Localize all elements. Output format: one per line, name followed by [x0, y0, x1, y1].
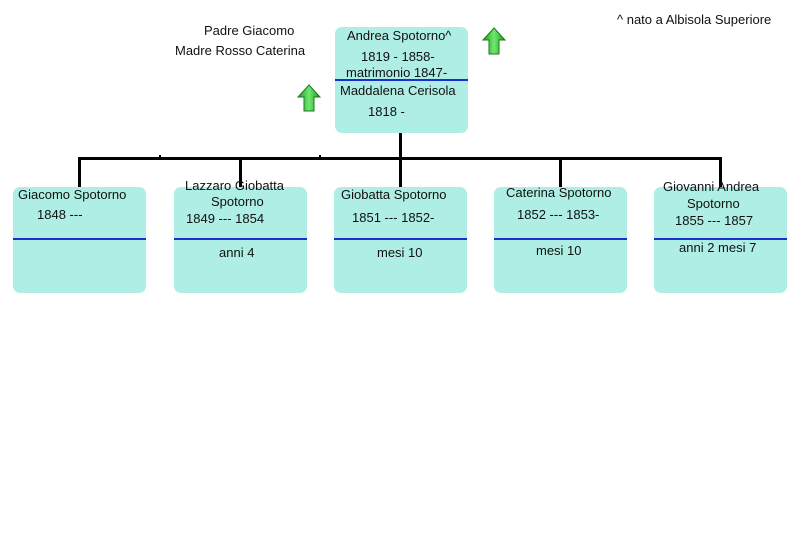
green-up-arrow-icon[interactable]: [297, 84, 321, 112]
tick-mark: [159, 155, 161, 158]
child-name-line1: Lazzaro Giobatta: [185, 178, 285, 193]
green-up-arrow-icon[interactable]: [482, 27, 506, 55]
child-box-caterina[interactable]: Caterina Spotorno 1852 --- 1853- mesi 10: [494, 185, 627, 293]
child-drop-line: [239, 157, 242, 187]
root-divider: [335, 79, 468, 81]
child-years: 1848 ---: [37, 207, 83, 222]
father-label: Padre Giacomo: [204, 23, 295, 38]
root-years: 1819 - 1858-: [361, 49, 435, 64]
spouse-name: Maddalena Cerisola: [340, 83, 456, 98]
child-drop-line: [719, 157, 722, 187]
tick-mark: [319, 155, 321, 158]
child-drop-line: [78, 157, 81, 187]
child-divider: [174, 238, 307, 240]
child-years: 1851 --- 1852-: [352, 210, 435, 225]
child-name: Caterina Spotorno: [506, 185, 612, 200]
child-box-lazzaro[interactable]: Lazzaro Giobatta Spotorno 1849 --- 1854 …: [174, 178, 307, 293]
child-name-line2: Spotorno: [687, 196, 740, 211]
root-marriage: matrimonio 1847-: [346, 65, 448, 80]
birthplace-note: ^ nato a Albisola Superiore: [617, 12, 772, 27]
child-age: mesi 10: [377, 245, 423, 260]
child-box-giovanni[interactable]: Giovanni Andrea Spotorno 1855 --- 1857 a…: [654, 179, 787, 293]
root-person-box[interactable]: Andrea Spotorno^ 1819 - 1858- matrimonio…: [335, 27, 468, 133]
child-years: 1855 --- 1857: [675, 213, 754, 228]
child-divider: [334, 238, 467, 240]
child-box-giobatta[interactable]: Giobatta Spotorno 1851 --- 1852- mesi 10: [334, 187, 467, 293]
child-age: anni 2 mesi 7: [679, 240, 757, 255]
child-age: anni 4: [219, 245, 255, 260]
child-divider: [494, 238, 627, 240]
child-drop-line: [559, 157, 562, 187]
child-years: 1849 --- 1854: [186, 211, 265, 226]
child-name-line2: Spotorno: [211, 194, 264, 209]
child-years: 1852 --- 1853-: [517, 207, 600, 222]
mother-label: Madre Rosso Caterina: [175, 43, 306, 58]
child-name-line1: Giovanni Andrea: [663, 179, 760, 194]
child-drop-line: [399, 157, 402, 187]
child-divider: [13, 238, 146, 240]
child-age: mesi 10: [536, 243, 582, 258]
child-box-giacomo[interactable]: Giacomo Spotorno 1848 ---: [13, 187, 146, 293]
child-name: Giacomo Spotorno: [18, 187, 127, 202]
child-name: Giobatta Spotorno: [341, 187, 447, 202]
child-divider: [654, 238, 787, 240]
spouse-years: 1818 -: [368, 104, 405, 119]
root-stem-line: [399, 133, 402, 158]
root-name: Andrea Spotorno^: [347, 28, 452, 43]
